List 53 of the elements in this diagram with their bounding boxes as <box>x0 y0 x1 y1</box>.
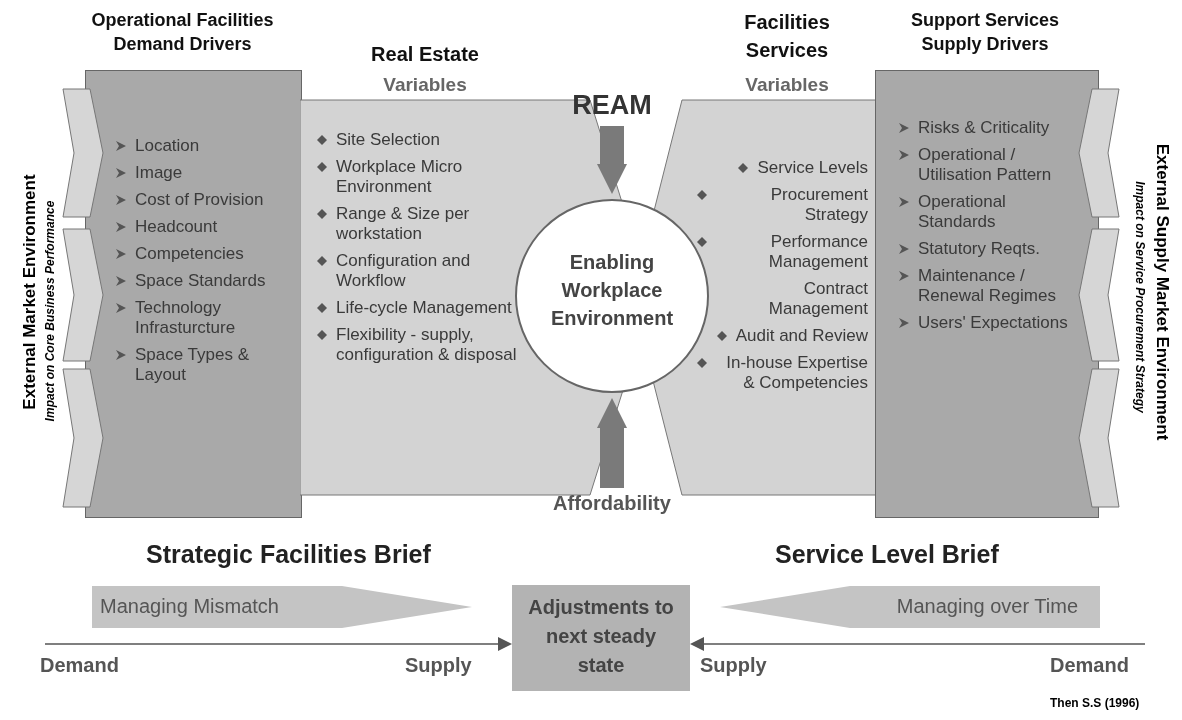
side-subheading: Impact on Core Business Performance <box>43 199 57 424</box>
list-item: Life-cycle Management <box>336 298 512 318</box>
axis-label: Demand <box>1050 654 1129 677</box>
list-item: Location <box>135 136 200 156</box>
panel-heading: Support Services Supply Drivers <box>909 9 1061 56</box>
list-item: Users' Expectations <box>918 313 1068 333</box>
list-item: Audit and Review <box>735 326 868 346</box>
list-item: Range & Size per workstation <box>336 204 471 244</box>
list-item: Space Types & Layout <box>135 345 251 385</box>
axis-label: Demand <box>40 654 119 677</box>
side-subheading: Impact on Service Procurement Strategy <box>1133 180 1147 415</box>
side-heading: External Supply Market Environment <box>1152 142 1172 443</box>
list-item: Space Standards <box>135 271 266 291</box>
list-item: Headcount <box>135 217 218 237</box>
list-item: Performance Management <box>767 232 868 272</box>
list-item: Technology Infrasturcture <box>135 298 237 338</box>
block-arrow <box>597 398 627 488</box>
list-item: In-house Expertise & Competencies <box>725 353 868 393</box>
list-item: Procurement Strategy <box>769 185 868 225</box>
axis-label: Supply <box>700 654 767 677</box>
arrow-label: Managing Mismatch <box>100 595 279 618</box>
heading-text: REAM <box>571 90 653 121</box>
list-item: Service Levels <box>757 158 868 178</box>
list-item: Image <box>135 163 183 183</box>
section-heading: Service Level Brief <box>775 540 999 569</box>
panel-subheading: Variables <box>382 74 468 96</box>
list-item: Competencies <box>135 244 244 264</box>
list-item: Risks & Criticality <box>918 118 1050 138</box>
side-heading: External Market Environment <box>20 173 40 412</box>
panel-heading: Real Estate <box>370 42 480 67</box>
list-item: Configuration and Workflow <box>336 251 472 291</box>
list-item: Contract Management <box>767 279 868 319</box>
block-arrow <box>597 126 627 194</box>
axis-label: Supply <box>405 654 472 677</box>
arrow-line <box>44 637 512 651</box>
list-item: Operational / Utilisation Pattern <box>918 145 1053 185</box>
list-item: Statutory Reqts. <box>918 239 1040 259</box>
arrow-label: Managing over Time <box>896 595 1078 618</box>
list-item: Maintenance / Renewal Regimes <box>918 266 1057 306</box>
circle-label: Enabling Workplace Environment <box>549 250 675 331</box>
panel-heading: Facilities Services <box>743 10 831 63</box>
panel-subheading: Variables <box>744 74 830 96</box>
citation-text: Then S.S (1996) <box>1050 696 1140 710</box>
list-item: Workplace Micro Environment <box>336 157 464 197</box>
list-item: Cost of Provision <box>135 190 264 210</box>
list-item: Operational Standards <box>918 192 1007 232</box>
arrow-line <box>690 637 1146 651</box>
section-heading: Strategic Facilities Brief <box>146 540 431 569</box>
panel-heading: Operational Facilities Demand Drivers <box>90 9 275 56</box>
adjustment-box: Adjustments to next steady state <box>512 585 690 691</box>
heading-text: Affordability <box>552 492 672 515</box>
list-item: Site Selection <box>336 130 440 150</box>
list-item: Flexibility - supply, configuration & disposal <box>336 325 518 365</box>
